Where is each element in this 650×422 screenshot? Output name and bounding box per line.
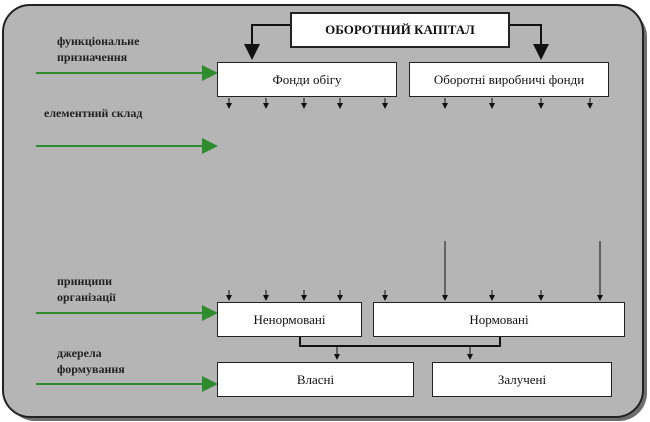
title-to-right-arrow <box>510 24 549 60</box>
borrowed-sources-box: Залучені <box>432 362 612 397</box>
circulation-funds-box: Фонди обігу <box>217 62 397 97</box>
label-elemental: елементний склад <box>44 106 143 120</box>
label-principles: принципи організації <box>57 274 116 304</box>
title-to-left-arrow <box>244 24 290 60</box>
normalized-box: Нормовані <box>373 302 625 337</box>
row3-row4-connector <box>299 336 501 347</box>
label-sources: джерела формування <box>57 346 125 376</box>
title-box: ОБОРОТНИЙ КАПІТАЛ <box>290 12 510 48</box>
own-sources-box: Власні <box>217 362 414 397</box>
row1-down-arrows <box>226 98 593 109</box>
production-funds-box: Оборотні виробничі фонди <box>409 62 609 97</box>
non-normalized-box: Ненормовані <box>217 302 362 337</box>
label-functional: функціональне призначення <box>57 34 140 64</box>
row3-down-arrows <box>226 290 544 301</box>
